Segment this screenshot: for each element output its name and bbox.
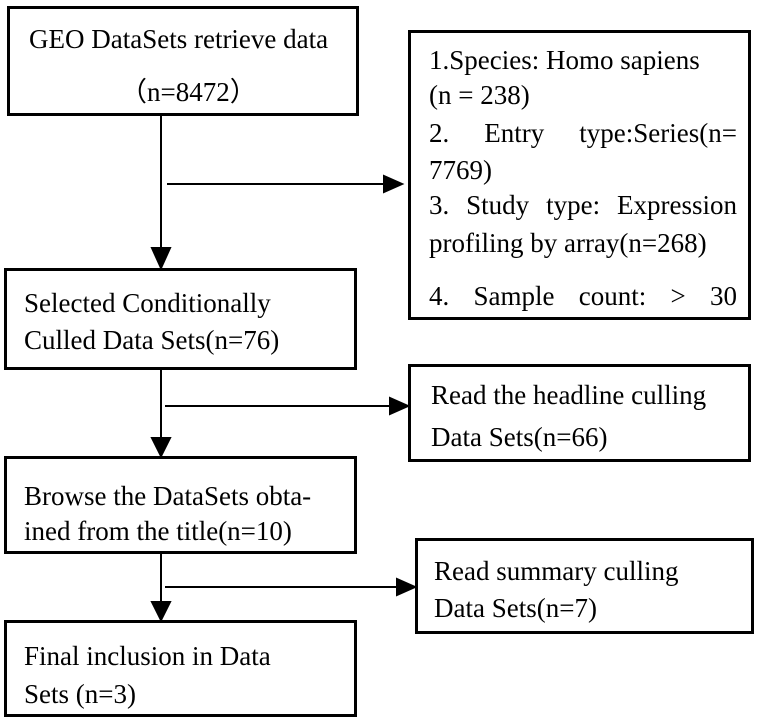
final-line2: Sets (n=3) [24, 679, 136, 709]
criteria-entry-type: 2. Entry type:Series(n= [429, 118, 737, 148]
summary-line1: Read summary culling [434, 556, 679, 586]
criteria-box: 1.Species: Homo sapiens (n = 238) 2. Ent… [408, 30, 751, 320]
selected-line1: Selected Conditionally [24, 288, 271, 318]
browse-line2: ined from the title(n=10) [24, 516, 292, 546]
selected-line2: Culled Data Sets(n=76) [24, 325, 280, 355]
selected-box: Selected Conditionally Culled Data Sets(… [4, 268, 357, 370]
final-box: Final inclusion in Data Sets (n=3) [4, 620, 357, 717]
final-line1: Final inclusion in Data [24, 641, 271, 671]
browse-line1: Browse the DataSets obta- [24, 481, 312, 511]
summary-line2: Data Sets(n=7) [434, 593, 597, 623]
criteria-species-count: (n = 238) [429, 80, 530, 110]
summary-box: Read summary culling Data Sets(n=7) [415, 538, 754, 634]
criteria-entry-count: 7769) [429, 155, 492, 185]
criteria-study-count: profiling by array(n=268) [429, 228, 707, 258]
criteria-species: 1.Species: Homo sapiens [429, 45, 700, 75]
retrieve-title: GEO DataSets retrieve data [29, 24, 329, 54]
headline-line2: Data Sets(n=66) [431, 422, 608, 452]
headline-box: Read the headline culling Data Sets(n=66… [408, 364, 751, 462]
retrieve-box: GEO DataSets retrieve data （n=8472） [7, 6, 359, 116]
retrieve-count: （n=8472） [120, 77, 257, 107]
headline-line1: Read the headline culling [431, 380, 707, 410]
criteria-study-type: 3. Study type: Expression [429, 190, 737, 220]
browse-box: Browse the DataSets obta- ined from the … [4, 456, 357, 554]
criteria-sample-count: 4. Sample count: > 30 [429, 281, 737, 311]
